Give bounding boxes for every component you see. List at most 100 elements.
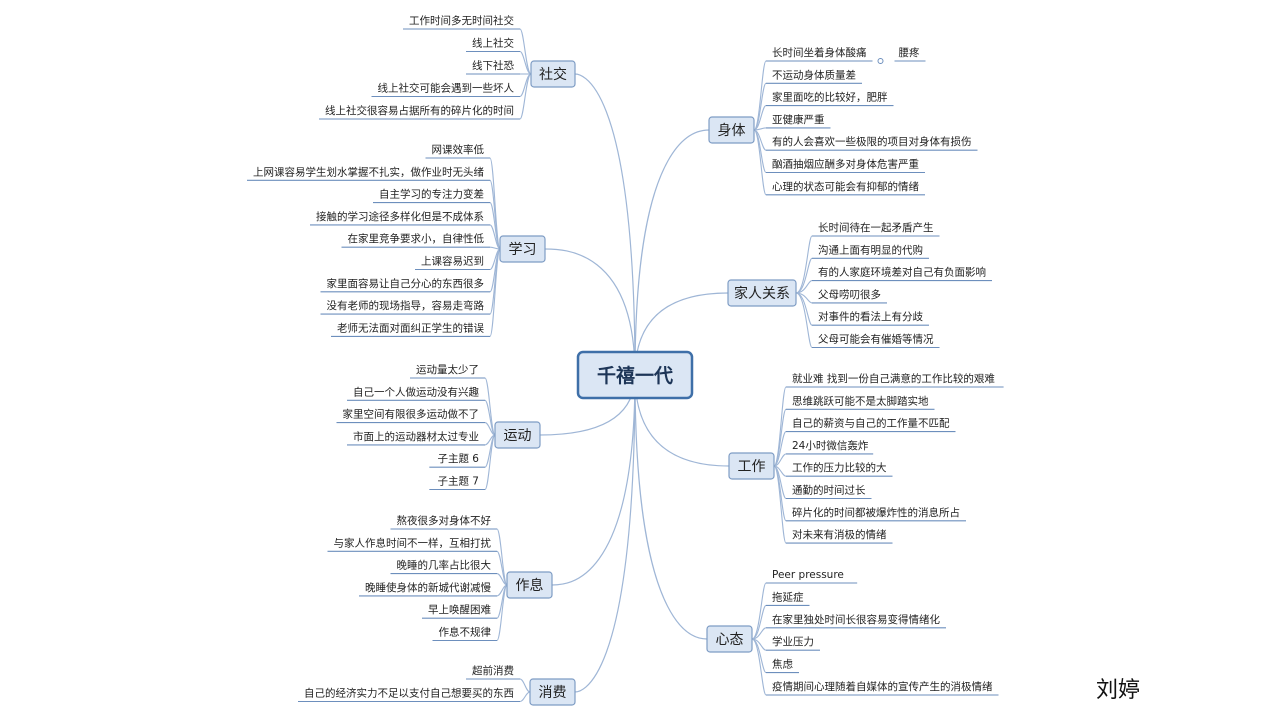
sport-item-label: 自己一个人做运动没有兴趣 <box>353 385 479 398</box>
topic-sport[interactable]: 运动 <box>494 421 541 449</box>
sport-item[interactable]: 子主题 6 <box>429 453 485 468</box>
topic-work[interactable]: 工作 <box>728 452 775 480</box>
mind-item[interactable]: 学业压力 <box>766 635 820 651</box>
body-item-label: 有的人会喜欢一些极限的项目对身体有损伤 <box>772 135 972 148</box>
mind-item[interactable]: 在家里独处时间长很容易变得情绪化 <box>766 613 946 629</box>
study-item[interactable]: 没有老师的现场指导，容易走弯路 <box>320 299 491 315</box>
consume-item[interactable]: 超前消费 <box>466 664 520 680</box>
mind-item[interactable]: 疫情期间心理随着自媒体的宣传产生的消极情绪 <box>766 680 999 696</box>
work-item[interactable]: 自己的薪资与自己的工作量不匹配 <box>786 417 956 433</box>
family-item-label: 父母唠叨很多 <box>818 288 881 301</box>
work-item[interactable]: 就业难 找到一份自己满意的工作比较的艰难 <box>786 372 1004 388</box>
social-item[interactable]: 线下社恐 <box>466 59 520 75</box>
study-item[interactable]: 网课效率低 <box>425 143 491 159</box>
family-item[interactable]: 对事件的看法上有分歧 <box>812 310 929 326</box>
rest-item-label: 熬夜很多对身体不好 <box>397 514 492 527</box>
body-item[interactable]: 亚健康严重 <box>766 113 831 129</box>
branch-family-1 <box>795 257 813 294</box>
body-item[interactable]: 酗酒抽烟应酬多对身体危害严重 <box>766 158 925 174</box>
rest-item[interactable]: 作息不规律 <box>432 626 498 642</box>
study-item[interactable]: 接触的学习途径多样化但是不成体系 <box>310 210 490 226</box>
trunk-family <box>634 292 729 376</box>
trunk-consume <box>574 374 636 693</box>
sport-item-label: 家里空间有限很多运动做不了 <box>343 408 480 421</box>
body-item[interactable]: 长时间坐着身体酸痛 <box>766 46 873 62</box>
work-item[interactable]: 碎片化的时间都被爆炸性的消息所占 <box>786 506 966 522</box>
branch-mind-5 <box>751 638 767 696</box>
work-item[interactable]: 对未来有消极的情绪 <box>786 528 893 544</box>
topic-consume[interactable]: 消费 <box>529 678 576 706</box>
family-item[interactable]: 父母唠叨很多 <box>812 288 887 304</box>
sport-item[interactable]: 运动量太少了 <box>410 363 485 379</box>
topic-family-label: 家人关系 <box>734 285 790 302</box>
work-item-label: 碎片化的时间都被爆炸性的消息所占 <box>792 506 960 519</box>
mind-item-label: 学业压力 <box>772 635 814 648</box>
rest-item[interactable]: 晚睡使身体的新城代谢减慢 <box>359 581 497 597</box>
mind-item[interactable]: 拖延症 <box>766 590 810 606</box>
work-item[interactable]: 工作的压力比较的大 <box>786 461 893 477</box>
topic-rest[interactable]: 作息 <box>506 571 553 599</box>
topic-body[interactable]: 身体 <box>708 116 755 144</box>
rest-item-label: 作息不规律 <box>439 626 492 639</box>
consume-item[interactable]: 自己的经济实力不足以支付自己想要买的东西 <box>298 687 520 703</box>
family-item[interactable]: 长时间待在一起矛盾产生 <box>812 221 940 237</box>
topic-family[interactable]: 家人关系 <box>727 279 797 307</box>
study-item[interactable]: 自主学习的专注力变差 <box>373 188 490 204</box>
work-item[interactable]: 思维跳跃可能不是太脚踏实地 <box>786 394 935 410</box>
branch-sport-0 <box>484 377 496 436</box>
author-signature: 刘婷 <box>1096 678 1141 703</box>
body-item[interactable]: 不运动身体质量差 <box>766 68 862 84</box>
branch-rest-0 <box>496 528 508 586</box>
social-item[interactable]: 工作时间多无时间社交 <box>403 14 520 30</box>
body-item[interactable]: 有的人会喜欢一些极限的项目对身体有损伤 <box>766 135 978 151</box>
mind-item-label: 疫情期间心理随着自媒体的宣传产生的消极情绪 <box>772 680 993 693</box>
mind-item-label: 焦虑 <box>772 658 793 671</box>
family-item[interactable]: 父母可能会有催婚等情况 <box>812 333 940 349</box>
study-item[interactable]: 上课容易迟到 <box>415 255 490 271</box>
mind-item[interactable]: Peer pressure <box>766 569 858 584</box>
work-item-label: 通勤的时间过长 <box>792 484 866 497</box>
study-item[interactable]: 老师无法面对面纠正学生的错误 <box>331 321 490 337</box>
mind-item[interactable]: 焦虑 <box>766 658 799 674</box>
branch-sport-2 <box>484 422 496 436</box>
social-item[interactable]: 线上社交 <box>466 37 520 53</box>
branch-body-6 <box>753 129 767 196</box>
body-item[interactable]: 心理的状态可能会有抑郁的情绪 <box>766 180 925 196</box>
rest-item-label: 与家人作息时间不一样，互相打扰 <box>334 536 492 549</box>
study-item[interactable]: 在家里竞争要求小，自律性低 <box>341 232 491 248</box>
consume-item-label: 自己的经济实力不足以支付自己想要买的东西 <box>304 687 514 700</box>
study-item[interactable]: 上网课容易学生划水掌握不扎实，做作业时无头绪 <box>247 165 490 181</box>
topic-social[interactable]: 社交 <box>530 60 576 88</box>
collapse-dot-icon[interactable] <box>877 58 884 64</box>
work-item[interactable]: 24小时微信轰炸 <box>786 439 874 455</box>
social-item[interactable]: 线上社交可能会遇到一些坏人 <box>371 82 521 98</box>
rest-item[interactable]: 晚睡的几率占比很大 <box>390 559 498 575</box>
sport-item[interactable]: 自己一个人做运动没有兴趣 <box>347 385 485 401</box>
branch-mind-0 <box>751 582 767 640</box>
body-item-label: 不运动身体质量差 <box>772 68 856 81</box>
rest-item[interactable]: 熬夜很多对身体不好 <box>390 514 498 530</box>
topic-mind[interactable]: 心态 <box>706 625 753 653</box>
family-item[interactable]: 沟通上面有明显的代购 <box>812 243 929 259</box>
work-item[interactable]: 通勤的时间过长 <box>786 484 872 500</box>
central-topic[interactable]: 千禧一代 <box>576 350 694 400</box>
study-item-label: 自主学习的专注力变差 <box>379 188 484 201</box>
topic-mind-label: 心态 <box>716 632 744 648</box>
branch-work-3 <box>773 453 787 467</box>
topic-study[interactable]: 学习 <box>499 235 546 263</box>
rest-item[interactable]: 早上唤醒困难 <box>422 603 497 619</box>
rest-item[interactable]: 与家人作息时间不一样，互相打扰 <box>327 536 498 552</box>
sport-item[interactable]: 市面上的运动器材太过专业 <box>347 430 485 446</box>
body-item-label: 心理的状态可能会有抑郁的情绪 <box>772 180 919 193</box>
social-item[interactable]: 线上社交很容易占据所有的碎片化的时间 <box>319 104 520 120</box>
body-item[interactable]: 家里面吃的比较好，肥胖 <box>766 91 894 107</box>
sport-item[interactable]: 家里空间有限很多运动做不了 <box>336 408 486 424</box>
branch-study-3 <box>489 224 501 250</box>
branch-body-2 <box>753 105 767 131</box>
branch-social-1 <box>519 50 532 75</box>
topic-social-label: 社交 <box>539 66 567 83</box>
study-item[interactable]: 家里面容易让自己分心的东西很多 <box>320 277 491 293</box>
sport-item[interactable]: 子主题 7 <box>429 476 485 491</box>
family-item[interactable]: 有的人家庭环境差对自己有负面影响 <box>812 266 992 282</box>
